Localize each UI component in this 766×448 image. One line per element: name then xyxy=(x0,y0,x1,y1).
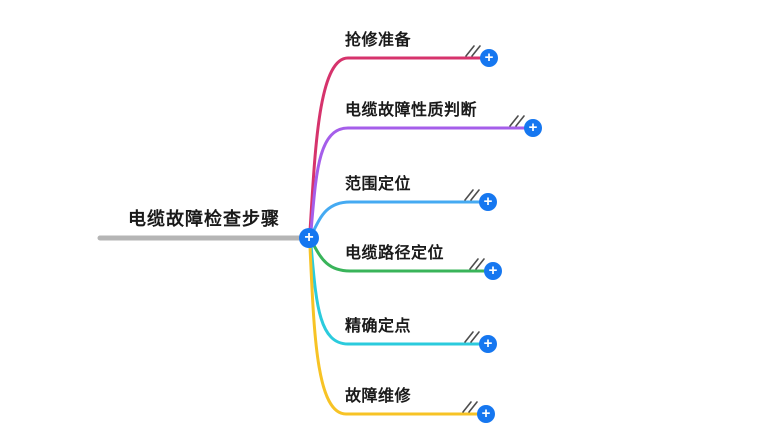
edit-icon[interactable] xyxy=(464,331,480,343)
branch-label-4[interactable]: 电缆路径定位 xyxy=(345,245,445,262)
branch-add-child-button-2[interactable]: + xyxy=(524,119,542,137)
plus-icon: + xyxy=(481,405,491,422)
edit-icon[interactable] xyxy=(464,189,480,201)
edit-icon[interactable] xyxy=(465,45,481,57)
root-add-child-button[interactable]: + xyxy=(299,228,319,248)
plus-icon: + xyxy=(304,228,314,246)
branch-label-2[interactable]: 电缆故障性质判断 xyxy=(345,102,478,119)
edit-icon[interactable] xyxy=(462,401,478,413)
branch-add-child-button-3[interactable]: + xyxy=(479,193,497,211)
branch-add-child-button-5[interactable]: + xyxy=(479,335,497,353)
branch-add-child-button-4[interactable]: + xyxy=(484,262,502,280)
branch-connector-5 xyxy=(309,243,490,346)
edit-icon[interactable] xyxy=(469,258,485,270)
edit-icon[interactable] xyxy=(509,115,525,127)
branch-label-1[interactable]: 抢修准备 xyxy=(345,32,412,49)
branch-label-5[interactable]: 精确定点 xyxy=(345,318,412,335)
branch-connector-4 xyxy=(310,240,495,273)
branch-connector-1 xyxy=(308,56,491,233)
plus-icon: + xyxy=(483,335,493,352)
branch-connector-3 xyxy=(310,200,490,236)
plus-icon: + xyxy=(488,262,498,279)
plus-icon: + xyxy=(528,119,538,136)
plus-icon: + xyxy=(483,193,493,210)
branch-add-child-button-1[interactable]: + xyxy=(480,49,498,67)
branch-add-child-button-6[interactable]: + xyxy=(477,405,495,423)
branch-label-3[interactable]: 范围定位 xyxy=(345,176,412,193)
branch-connector-6 xyxy=(308,245,488,416)
plus-icon: + xyxy=(484,49,494,66)
root-topic-label[interactable]: 电缆故障检查步骤 xyxy=(128,209,280,229)
branch-connector-2 xyxy=(309,126,535,233)
branch-label-6[interactable]: 故障维修 xyxy=(345,388,412,405)
